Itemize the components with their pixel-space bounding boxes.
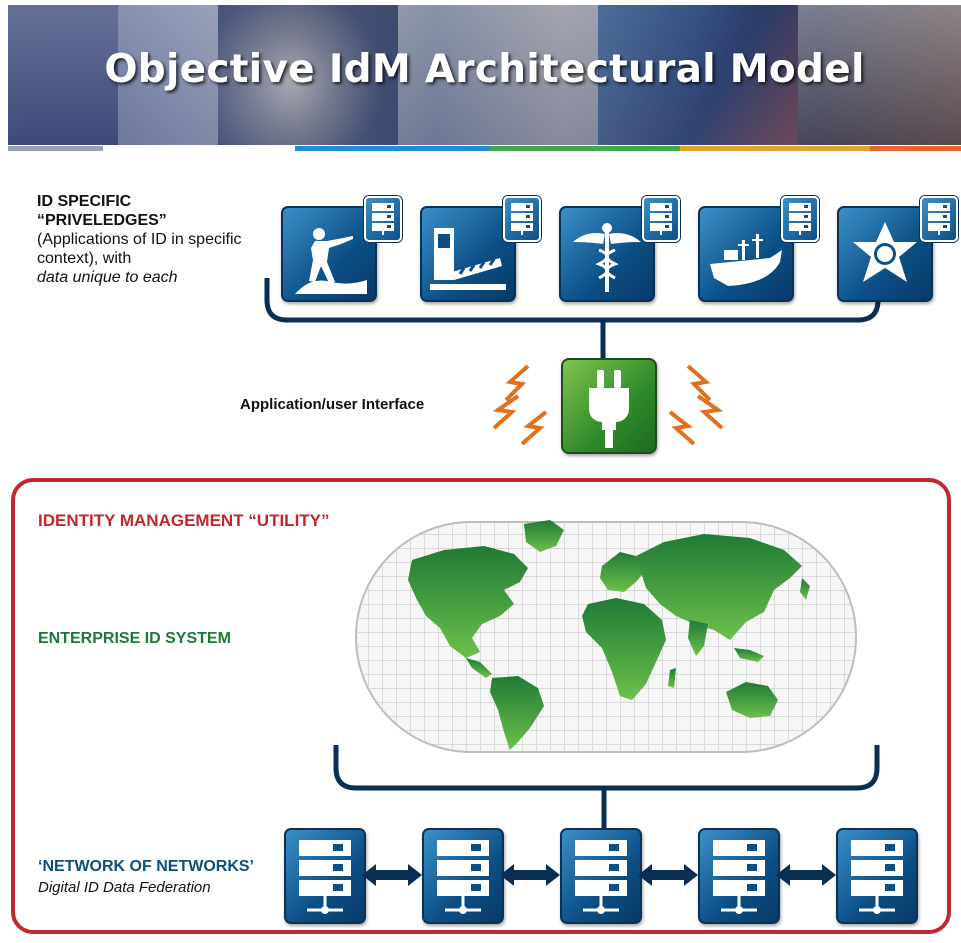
stripe-green bbox=[490, 146, 680, 151]
id-specific-note: data unique to each bbox=[37, 269, 178, 286]
id-card-photo-2 bbox=[118, 5, 218, 145]
stripe-yellow bbox=[680, 146, 870, 151]
bidirectional-arrow-icon bbox=[500, 864, 560, 886]
lightning-bolt-right-icon bbox=[668, 364, 724, 446]
page-title: Objective IdM Architectural Model bbox=[104, 47, 865, 92]
server-icon bbox=[299, 840, 351, 914]
app-tile-medical bbox=[559, 206, 655, 302]
app-tile-military bbox=[281, 206, 377, 302]
soldier-icon bbox=[295, 228, 367, 294]
network-server-3 bbox=[560, 828, 642, 924]
ship-icon bbox=[710, 234, 782, 286]
border-gate-icon bbox=[430, 228, 506, 290]
server-icon bbox=[437, 840, 489, 914]
network-server-5 bbox=[836, 828, 918, 924]
identity-utility-box bbox=[11, 478, 951, 934]
server-icon bbox=[575, 840, 627, 914]
app-interface-label: Application/user Interface bbox=[240, 396, 425, 413]
server-badge-5 bbox=[920, 196, 958, 242]
server-icon bbox=[851, 840, 903, 914]
server-badge-3 bbox=[642, 196, 680, 242]
server-badge-4 bbox=[781, 196, 819, 242]
document-photo bbox=[398, 5, 598, 145]
stripe-blue bbox=[295, 146, 490, 151]
bidirectional-arrow-icon bbox=[776, 864, 836, 886]
app-tile-maritime bbox=[698, 206, 794, 302]
face-photo bbox=[798, 5, 961, 145]
sheriff-star-icon bbox=[853, 222, 917, 282]
network-server-1 bbox=[284, 828, 366, 924]
network-server-4 bbox=[698, 828, 780, 924]
header-banner: Objective IdM Architectural Model bbox=[8, 5, 961, 145]
lightning-bolt-left-icon bbox=[492, 364, 548, 446]
id-card-photo bbox=[8, 5, 118, 145]
server-icon bbox=[713, 840, 765, 914]
fingerprint-photo bbox=[218, 5, 398, 145]
app-tile-border bbox=[420, 206, 516, 302]
bidirectional-arrow-icon bbox=[638, 864, 698, 886]
stripe-orange bbox=[870, 146, 961, 151]
stripe-gray bbox=[8, 146, 103, 151]
plug-tile bbox=[561, 358, 657, 454]
server-badge-1 bbox=[364, 196, 402, 242]
app-tile-law-enforcement bbox=[837, 206, 933, 302]
server-badge-2 bbox=[503, 196, 541, 242]
bidirectional-arrow-icon bbox=[362, 864, 422, 886]
id-specific-heading: ID SPECIFIC bbox=[37, 193, 132, 210]
network-subtitle: Digital ID Data Federation bbox=[38, 879, 211, 896]
network-heading: ‘NETWORK OF NETWORKS’ bbox=[38, 858, 254, 875]
id-specific-description: (Applications of ID in specific context)… bbox=[37, 231, 242, 267]
id-specific-label: ID SPECIFIC “PRIVELEDGES” (Applications … bbox=[37, 192, 267, 287]
priveledges-heading: “PRIVELEDGES” bbox=[37, 212, 167, 229]
network-server-2 bbox=[422, 828, 504, 924]
enterprise-id-label: ENTERPRISE ID SYSTEM bbox=[38, 630, 231, 647]
dna-helix-photo bbox=[598, 5, 798, 145]
utility-heading: IDENTITY MANAGEMENT “UTILITY” bbox=[38, 511, 330, 530]
world-map-icon bbox=[355, 520, 857, 753]
power-plug-icon bbox=[589, 370, 629, 448]
medical-caduceus-icon bbox=[573, 223, 641, 292]
